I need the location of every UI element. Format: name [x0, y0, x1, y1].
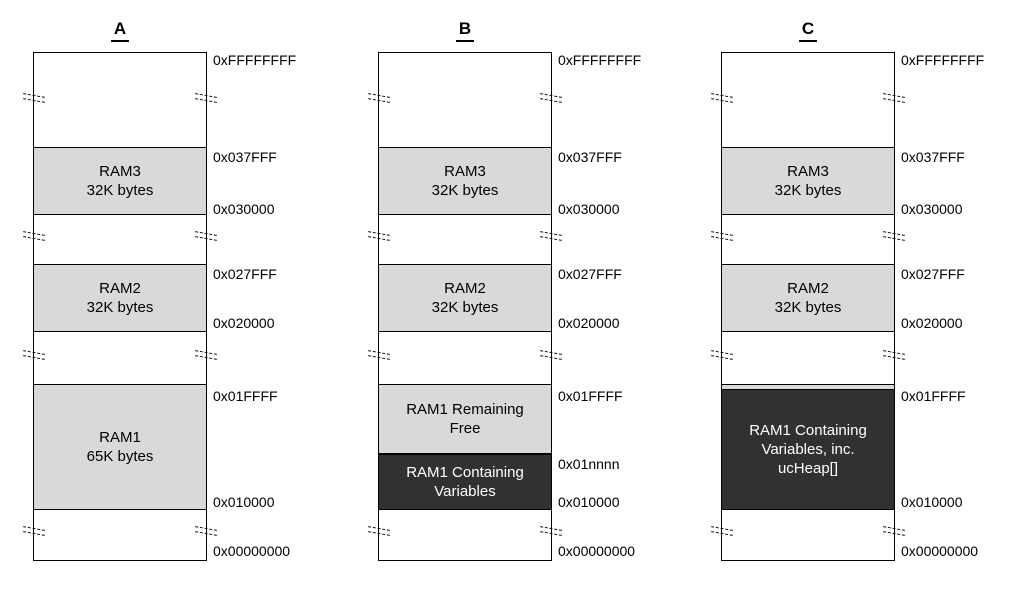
address-label: 0x010000	[558, 494, 620, 510]
break-mark	[883, 231, 905, 243]
memory-map-column-c: C RAM3 32K bytes RAM2 32K bytes RAM1 Con…	[711, 0, 1021, 596]
address-label: 0x027FFF	[213, 266, 277, 282]
memory-map-column-a: A RAM3 32K bytes RAM2 32K bytes RAM1 65K…	[23, 0, 333, 596]
segment-ram3: RAM3 32K bytes	[379, 147, 551, 215]
memory-box-b: RAM3 32K bytes RAM2 32K bytes RAM1 Remai…	[368, 52, 562, 561]
break-mark	[711, 93, 733, 105]
address-label: 0x037FFF	[558, 149, 622, 165]
address-label: 0xFFFFFFFF	[558, 52, 642, 68]
address-label: 0x030000	[558, 201, 620, 217]
segment-ram3: RAM3 32K bytes	[34, 147, 206, 215]
break-mark	[23, 231, 45, 243]
break-mark	[711, 350, 733, 362]
memory-box-a: RAM3 32K bytes RAM2 32K bytes RAM1 65K b…	[23, 52, 217, 561]
segment-ram3: RAM3 32K bytes	[722, 147, 894, 215]
segment-ram1-remaining-free: RAM1 Remaining Free	[379, 384, 551, 454]
segment-ram2: RAM2 32K bytes	[379, 264, 551, 332]
break-mark	[540, 350, 562, 362]
break-mark	[540, 93, 562, 105]
segment-ram2: RAM2 32K bytes	[722, 264, 894, 332]
address-label: 0x037FFF	[213, 149, 277, 165]
break-mark	[195, 93, 217, 105]
break-mark	[195, 231, 217, 243]
break-mark	[368, 350, 390, 362]
break-mark	[540, 231, 562, 243]
break-mark	[368, 93, 390, 105]
address-label: 0x00000000	[901, 543, 979, 559]
address-label: 0x01FFFF	[558, 388, 623, 404]
address-label: 0x020000	[213, 315, 275, 331]
column-b-header-label: B	[455, 19, 475, 42]
break-mark	[368, 231, 390, 243]
break-mark	[883, 526, 905, 538]
break-mark	[711, 231, 733, 243]
break-mark	[195, 350, 217, 362]
column-a-header-label: A	[110, 19, 130, 42]
address-label: 0x030000	[901, 201, 963, 217]
address-label: 0x030000	[213, 201, 275, 217]
break-mark	[883, 93, 905, 105]
segment-ram2: RAM2 32K bytes	[34, 264, 206, 332]
segment-ram1-free-sliver	[722, 384, 894, 389]
address-label: 0x010000	[901, 494, 963, 510]
break-mark	[23, 93, 45, 105]
segment-ram1-containing-variables-heap: RAM1 Containing Variables, inc. ucHeap[]	[722, 389, 894, 510]
column-b-header: B	[378, 19, 552, 42]
address-label: 0x01nnnn	[558, 456, 620, 472]
break-mark	[540, 526, 562, 538]
address-label: 0xFFFFFFFF	[213, 52, 297, 68]
memory-map-column-b: B RAM3 32K bytes RAM2 32K bytes RAM1 Rem…	[368, 0, 678, 596]
column-a-header: A	[33, 19, 207, 42]
address-label: 0x010000	[213, 494, 275, 510]
address-label: 0x00000000	[213, 543, 291, 559]
address-label: 0x020000	[558, 315, 620, 331]
column-c-header-label: C	[798, 19, 818, 42]
address-label: 0x027FFF	[901, 266, 965, 282]
segment-ram1-containing-variables: RAM1 Containing Variables	[379, 454, 551, 510]
break-mark	[368, 526, 390, 538]
break-mark	[883, 350, 905, 362]
address-label: 0x020000	[901, 315, 963, 331]
segment-ram1: RAM1 65K bytes	[34, 384, 206, 510]
memory-box-c: RAM3 32K bytes RAM2 32K bytes RAM1 Conta…	[711, 52, 905, 561]
address-label: 0x00000000	[558, 543, 636, 559]
address-label: 0xFFFFFFFF	[901, 52, 985, 68]
column-c-header: C	[721, 19, 895, 42]
break-mark	[23, 350, 45, 362]
break-mark	[711, 526, 733, 538]
address-label: 0x037FFF	[901, 149, 965, 165]
break-mark	[23, 526, 45, 538]
break-mark	[195, 526, 217, 538]
address-label: 0x027FFF	[558, 266, 622, 282]
address-label: 0x01FFFF	[901, 388, 966, 404]
address-label: 0x01FFFF	[213, 388, 278, 404]
